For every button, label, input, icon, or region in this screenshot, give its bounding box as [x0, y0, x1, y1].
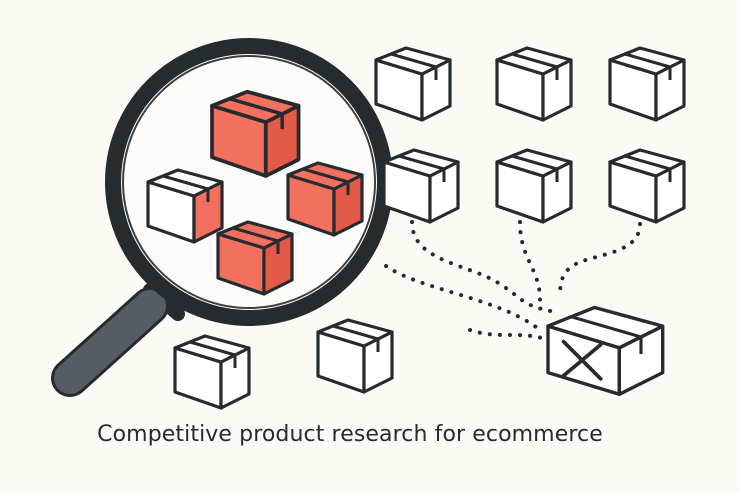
- crossed-out-box-icon: [546, 305, 665, 397]
- highlighted-box-right: [286, 161, 364, 237]
- box-grid-2: [495, 46, 573, 122]
- box-bottom-center: [316, 318, 394, 394]
- highlighted-box-bottom: [216, 220, 294, 296]
- box-grid-5: [495, 148, 573, 224]
- highlighted-box-top: [210, 89, 301, 178]
- box-grid-6: [608, 148, 686, 224]
- partially-highlighted-box: [146, 168, 224, 244]
- box-grid-3: [608, 46, 686, 122]
- box-bottom-left: [173, 334, 251, 410]
- illustration-caption: Competitive product research for ecommer…: [97, 422, 603, 447]
- box-grid-4: [382, 148, 460, 224]
- dotted-connector-paths: [384, 220, 642, 342]
- magnifier-handle: [51, 283, 185, 397]
- box-grid-1: [374, 46, 452, 122]
